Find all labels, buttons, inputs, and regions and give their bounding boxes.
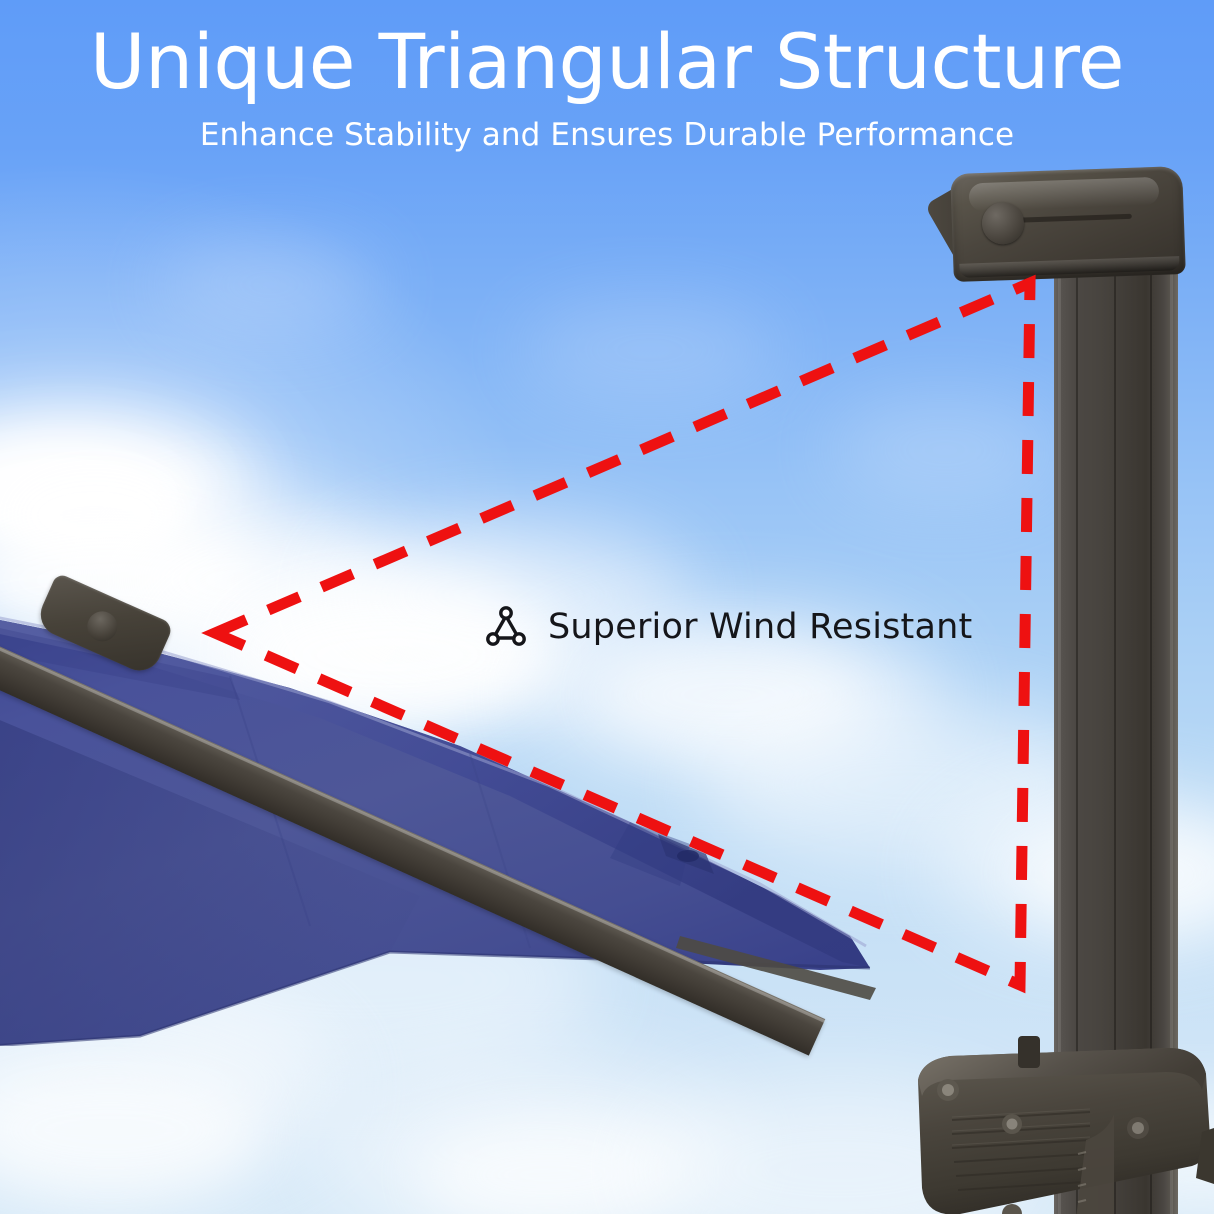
cap-edge [959, 256, 1180, 278]
wind-resistance-label: Superior Wind Resistant [548, 607, 973, 647]
arm-end-bolt-icon [82, 606, 123, 647]
triangle-nodes-icon [484, 605, 528, 649]
top-hinge-cap [950, 165, 1186, 283]
cap-bolt-icon [981, 201, 1025, 245]
cap-slot [1013, 213, 1132, 223]
wind-resistance-annotation: Superior Wind Resistant [484, 605, 972, 649]
base-bracket [900, 1028, 1214, 1214]
